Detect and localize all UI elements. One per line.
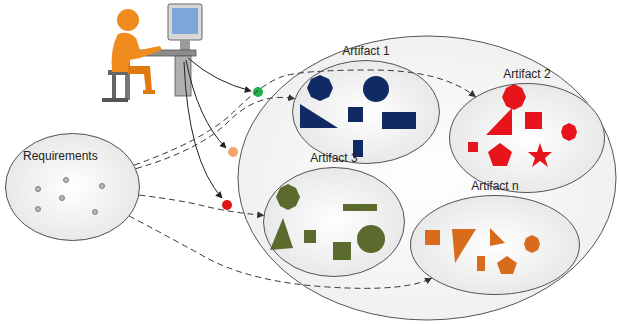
trace-link	[139, 195, 263, 215]
trace-link	[129, 216, 431, 288]
ellipse-outline	[410, 195, 580, 295]
artifact-ellipse: Artifact 3	[263, 167, 405, 277]
artifact-label: Artifact n	[410, 179, 580, 193]
ellipse-outline	[292, 60, 440, 164]
ellipse-outline	[263, 167, 405, 277]
trace-link	[136, 97, 294, 168]
requirement-dots	[36, 178, 105, 215]
artifact-fill	[263, 167, 405, 277]
artifact-n-shapes	[425, 228, 540, 274]
artifact-fill	[449, 83, 605, 193]
artifact-label: Artifact 3	[263, 151, 405, 165]
red-dot	[222, 200, 232, 210]
artifact-fill	[292, 60, 440, 164]
trace-link	[134, 70, 475, 165]
requirements-label: Requirements	[23, 149, 98, 163]
artifact-ellipse: Artifact 1	[292, 60, 440, 164]
artifact-fill	[410, 195, 580, 295]
ellipse-outline	[449, 83, 605, 193]
person-at-computer	[102, 4, 202, 102]
green-dot	[253, 87, 263, 97]
requirements-fill	[5, 133, 140, 241]
artifact-ellipse: Artifact 2	[449, 83, 605, 193]
artifact-label: Artifact 2	[449, 67, 605, 81]
artifact-label: Artifact 1	[292, 44, 440, 58]
requirements-ellipse: Requirements	[5, 133, 140, 241]
artifact-ellipse: Artifact n	[410, 195, 580, 295]
person-arrows	[184, 58, 251, 198]
artifact-1-shapes	[300, 75, 416, 157]
artifact-3-shapes	[270, 184, 385, 260]
artifact-region	[238, 36, 616, 320]
orange-dot	[228, 147, 238, 157]
artifact-2-shapes	[468, 84, 577, 167]
